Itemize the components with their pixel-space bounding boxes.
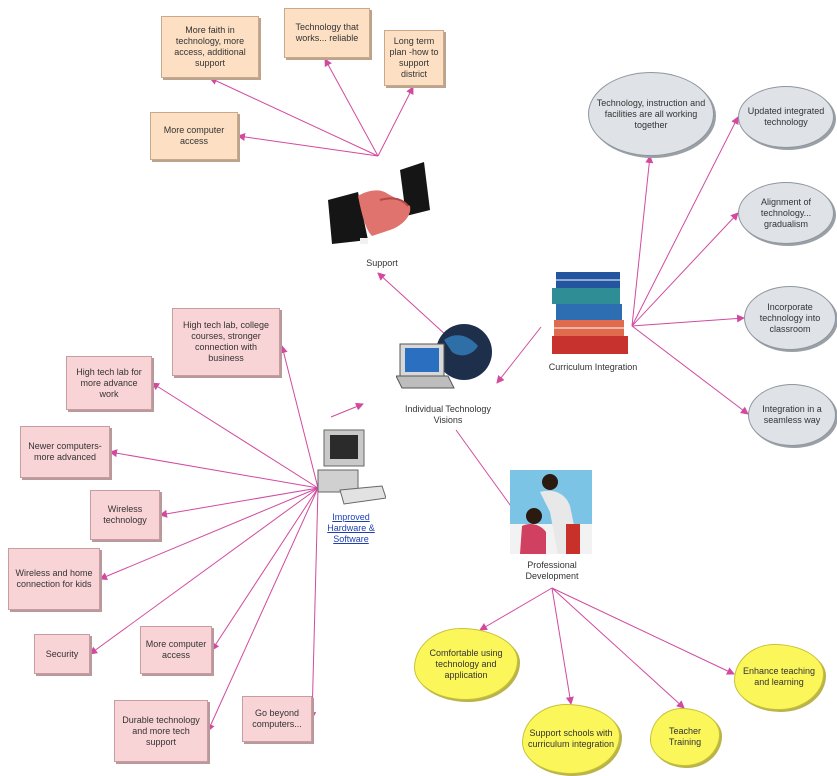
connector-line (151, 382, 319, 489)
connector-line (631, 314, 745, 327)
hardware-item-5[interactable]: Wireless and home connection for kids (8, 548, 100, 610)
curriculum-item-3[interactable]: Alignment of technology... gradualism (738, 182, 834, 244)
books-icon (552, 272, 628, 354)
professional-hub-label: Professional Development (525, 560, 579, 581)
hardware-item-9[interactable]: Go beyond computers... (242, 696, 312, 742)
connector-line (207, 487, 319, 732)
connector-line (631, 155, 654, 327)
hardware-item-4[interactable]: Wireless technology (90, 490, 160, 540)
professional-item-1[interactable]: Comfortable using technology and applica… (414, 628, 518, 700)
connector-line (89, 487, 319, 655)
desktop-computer-icon (317, 429, 386, 505)
connector-line (496, 326, 542, 384)
hardware-item-7[interactable]: More computer access (140, 626, 212, 674)
connector-line (551, 587, 735, 675)
connector-line (308, 487, 319, 720)
curriculum-item-2[interactable]: Updated integrated technology (738, 86, 834, 148)
curriculum-hub-label: Curriculum Integration (548, 362, 638, 372)
connector-line (324, 58, 379, 157)
connector-line (479, 587, 553, 631)
professional-item-4[interactable]: Enhance teaching and learning (734, 644, 824, 710)
professional-item-2[interactable]: Support schools with curriculum integrat… (522, 704, 620, 774)
hardware-item-8[interactable]: Durable technology and more tech support (114, 700, 208, 762)
curriculum-item-1[interactable]: Technology, instruction and facilities a… (588, 72, 714, 156)
connector-line (159, 487, 319, 518)
support-item-1[interactable]: More faith in technology, more access, a… (161, 16, 259, 78)
hardware-item-6[interactable]: Security (34, 634, 90, 674)
connector-line (377, 272, 448, 337)
support-item-4[interactable]: More computer access (150, 112, 238, 160)
connector-line (279, 345, 319, 489)
handshake-icon (328, 162, 430, 244)
hardware-item-1[interactable]: High tech lab, college courses, stronger… (172, 308, 280, 376)
connector-line (551, 587, 574, 705)
connector-line (209, 77, 379, 157)
connector-line (631, 116, 739, 327)
connector-line (631, 325, 749, 415)
connector-line (237, 133, 379, 157)
connector-line (377, 86, 414, 157)
teacher-student-icon (510, 470, 592, 554)
connector-line (551, 587, 685, 709)
laptop-globe-icon (396, 324, 492, 389)
professional-item-3[interactable]: Teacher Training (650, 708, 720, 766)
connector-line (109, 449, 319, 489)
hardware-hub-label[interactable]: Improved Hardware & Software (327, 512, 375, 544)
connector-line (330, 402, 364, 418)
connector-line (99, 487, 319, 580)
support-item-3[interactable]: Long term plan -how to support district (384, 30, 444, 86)
connector-line (211, 487, 319, 651)
connector-line (631, 212, 739, 327)
curriculum-item-5[interactable]: Integration in a seamless way (748, 384, 836, 446)
center-hub-label: Individual Technology Visions (405, 404, 491, 425)
hardware-item-2[interactable]: High tech lab for more advance work (66, 356, 152, 410)
support-item-2[interactable]: Technology that works... reliable (284, 8, 370, 58)
support-hub-label: Support (366, 258, 398, 268)
hardware-item-3[interactable]: Newer computers- more advanced (20, 426, 110, 478)
curriculum-item-4[interactable]: Incorporate technology into classroom (744, 286, 836, 350)
